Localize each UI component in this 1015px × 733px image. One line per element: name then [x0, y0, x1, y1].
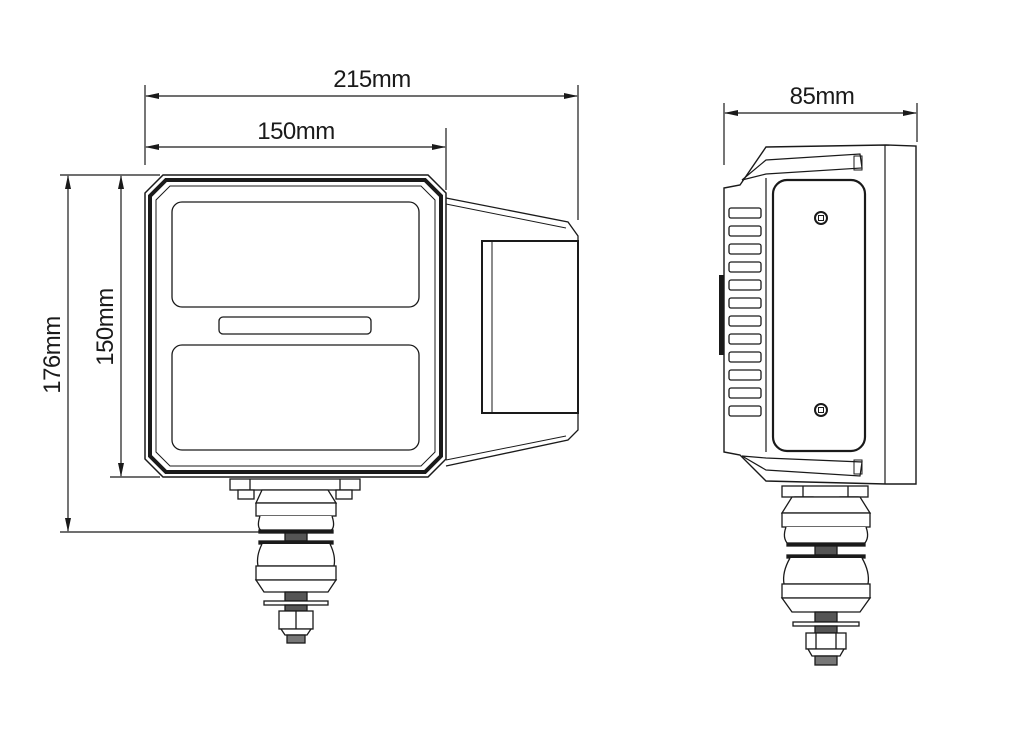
rear-housing	[445, 197, 579, 467]
cooling-fins	[728, 207, 762, 417]
screw-icon	[814, 211, 828, 225]
front-mount	[229, 478, 361, 644]
front-dimensions	[60, 85, 579, 533]
dim-label-depth: 85mm	[790, 83, 855, 110]
lamp-housing	[144, 174, 447, 478]
upper-lens	[171, 201, 420, 308]
dim-label-housing-height: 150mm	[92, 288, 119, 366]
side-mount	[780, 485, 872, 666]
front-view	[144, 174, 579, 644]
lower-lens	[171, 344, 420, 451]
dim-label-housing-width: 150mm	[257, 118, 335, 145]
indicator-bar	[218, 316, 372, 335]
side-view	[719, 144, 917, 666]
dim-label-overall-width: 215mm	[333, 66, 411, 93]
screw-icon	[814, 403, 828, 417]
bracket-plate	[771, 178, 867, 453]
side-dimensions	[723, 103, 918, 165]
dim-label-overall-height: 176mm	[39, 316, 66, 394]
